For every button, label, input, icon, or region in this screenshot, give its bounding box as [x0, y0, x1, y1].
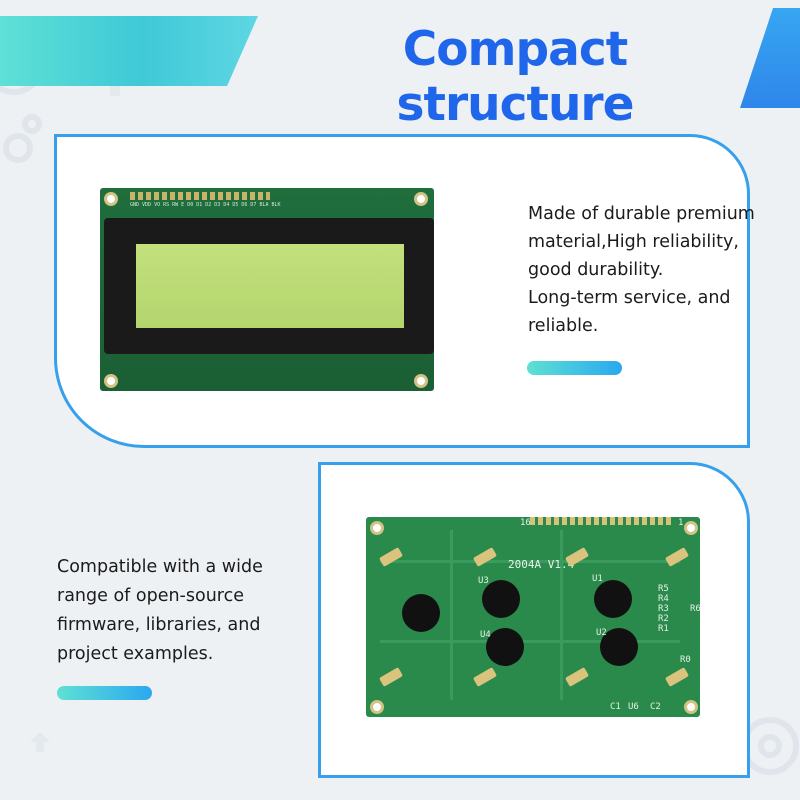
lcd-pin-header [130, 192, 270, 200]
chip-blob [402, 594, 440, 632]
component-label: U6 [628, 702, 639, 712]
component-label: R1 [658, 624, 669, 634]
feature-one-line: reliable. [528, 316, 599, 336]
pcb-trace [380, 560, 680, 563]
mount-hole [684, 700, 698, 714]
mount-hole [104, 374, 118, 388]
mount-hole [684, 521, 698, 535]
lcd-screen [136, 244, 404, 328]
mount-hole [104, 192, 118, 206]
feature-one-line: good durability. [528, 260, 664, 280]
chip-blob [486, 628, 524, 666]
component-label: R6 [690, 604, 701, 614]
page-title: Compact structure [396, 22, 635, 132]
pin-start-label: 16 [520, 518, 531, 528]
feature-two-line: firmware, libraries, and [57, 615, 261, 635]
component-label: U3 [478, 576, 489, 586]
feature-one-line: material,High reliability, [528, 232, 739, 252]
pcb-board-label: 2004A V1.4 [508, 558, 575, 571]
component-label: R0 [680, 655, 691, 665]
chip-blob [594, 580, 632, 618]
pcb-pin-header [530, 517, 672, 525]
accent-pill [57, 686, 152, 700]
mount-hole [414, 374, 428, 388]
pcb-trace [450, 530, 453, 700]
feature-one-line: Long-term service, and [528, 288, 731, 308]
component-label: U1 [592, 574, 603, 584]
component-label: U4 [480, 630, 491, 640]
component-label: R4 [658, 594, 669, 604]
feature-two-line: Compatible with a wide [57, 557, 263, 577]
feature-one-description: Made of durable premium material,High re… [528, 200, 768, 340]
pin-end-label: 1 [678, 518, 684, 528]
component-label: R5 [658, 584, 669, 594]
header-banner-left [0, 16, 258, 86]
component-label: U2 [596, 628, 607, 638]
mount-hole [370, 700, 384, 714]
chip-blob [482, 580, 520, 618]
pcb-trace [560, 530, 563, 700]
feature-two-line: project examples. [57, 644, 214, 664]
mount-hole [414, 192, 428, 206]
chip-blob [600, 628, 638, 666]
feature-one-line: Made of durable premium [528, 204, 755, 224]
mount-hole [370, 521, 384, 535]
component-label: R3 [658, 604, 669, 614]
component-label: R2 [658, 614, 669, 624]
component-label: C2 [650, 702, 661, 712]
feature-two-line: range of open-source [57, 586, 244, 606]
accent-pill [527, 361, 622, 375]
feature-two-description: Compatible with a wide range of open-sou… [57, 553, 297, 669]
lcd-pin-labels: GND VDD VO RS RW E D0 D1 D2 D3 D4 D5 D6 … [130, 202, 281, 208]
component-label: C1 [610, 702, 621, 712]
pcb-trace [380, 640, 680, 643]
